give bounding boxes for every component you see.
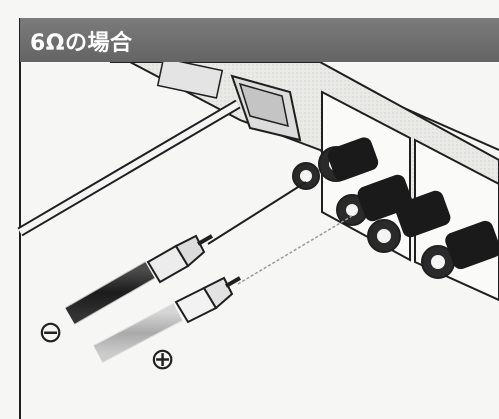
ac-inlet: [156, 57, 302, 142]
banana-plug-icon: [65, 234, 213, 325]
power-cable-core: [18, 101, 240, 235]
plus-symbol: ⊕: [150, 342, 176, 377]
title-bar: 6Ωの場合: [20, 18, 499, 62]
page-title: 6Ωの場合: [30, 31, 133, 56]
plus-lead: [237, 215, 353, 285]
minus-lead: [207, 181, 307, 245]
speaker-terminal-icon: [292, 137, 499, 279]
minus-symbol: ⊖: [38, 315, 64, 350]
speaker-cable-icon: [93, 276, 241, 363]
amplifier-rear-panel: [129, 61, 499, 287]
